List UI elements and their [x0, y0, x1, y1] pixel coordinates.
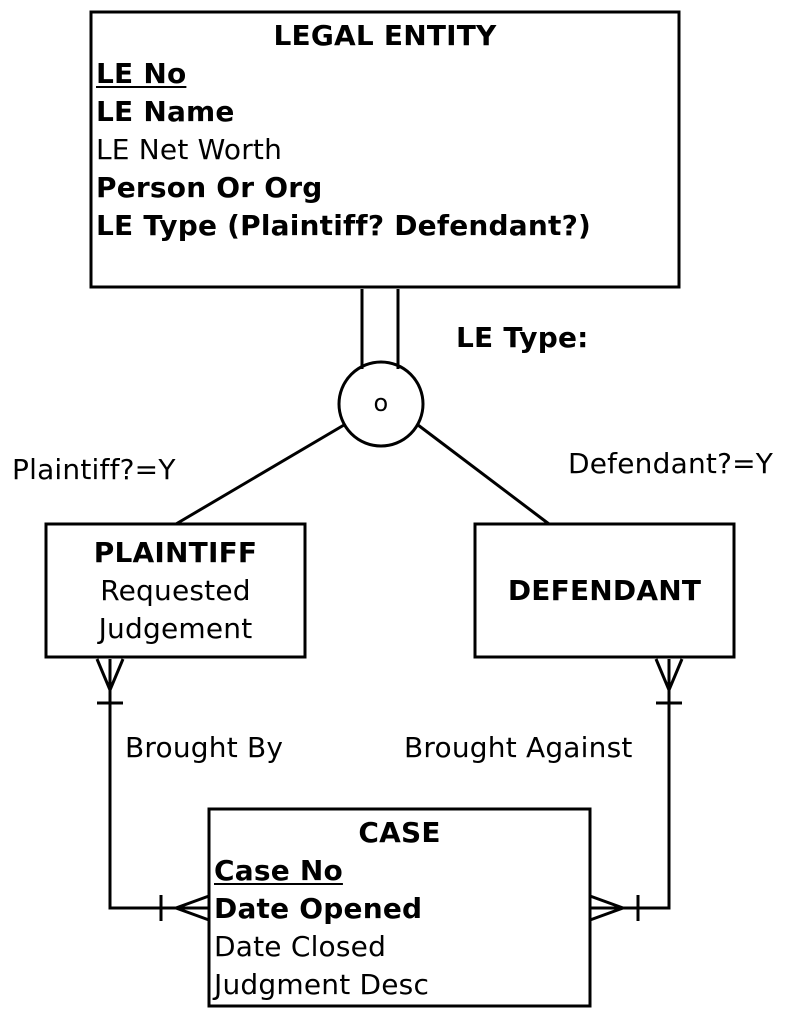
- brought-by-line: [108, 659, 209, 910]
- case-attr-judgment-desc: Judgment Desc: [214, 968, 430, 1001]
- legal-entity-attr-le-net-worth: LE Net Worth: [96, 133, 283, 166]
- plaintiff-condition: Plaintiff?=Y: [12, 453, 176, 486]
- defendant-condition: Defendant?=Y: [568, 447, 774, 480]
- disjointness-symbol: o: [373, 389, 389, 417]
- plaintiff-box: [44, 522, 307, 659]
- legal-entity-title: LEGAL ENTITY: [273, 19, 497, 52]
- legal-entity-attr-le-no: LE No: [96, 57, 187, 90]
- brought-by-label: Brought By: [125, 731, 284, 764]
- legal-entity-box: [89, 10, 681, 289]
- defendant-title: DEFENDANT: [507, 574, 702, 607]
- legal-entity-attr-le-name: LE Name: [96, 95, 235, 128]
- plaintiff-crowfoot: [95, 658, 125, 694]
- subtype-line-plaintiff: [175, 423, 345, 526]
- case-attr-case-no: Case No: [214, 854, 343, 887]
- plaintiff-attr-requested: Requested: [100, 574, 251, 607]
- discriminator-label: LE Type:: [456, 321, 589, 354]
- case-attr-date-opened: Date Opened: [214, 892, 423, 925]
- subtype-line-defendant: [417, 423, 550, 526]
- brought-against-label: Brought Against: [404, 731, 633, 764]
- legal-entity-attr-le-type: LE Type (Plaintiff? Defendant?): [96, 209, 592, 242]
- disjointness-circle: [337, 360, 425, 448]
- defendant-crowfoot: [654, 658, 684, 694]
- case-attr-date-closed: Date Closed: [214, 930, 387, 963]
- plaintiff-attr-judgement: Judgement: [98, 612, 253, 645]
- brought-against-line: [590, 659, 671, 910]
- case-title: CASE: [358, 816, 441, 849]
- legal-entity-attr-person-or-org: Person Or Org: [96, 171, 323, 204]
- defendant-box: [473, 522, 736, 659]
- case-right-crowfoot: [589, 894, 628, 922]
- case-left-crowfoot: [171, 894, 210, 922]
- plaintiff-title: PLAINTIFF: [93, 536, 258, 569]
